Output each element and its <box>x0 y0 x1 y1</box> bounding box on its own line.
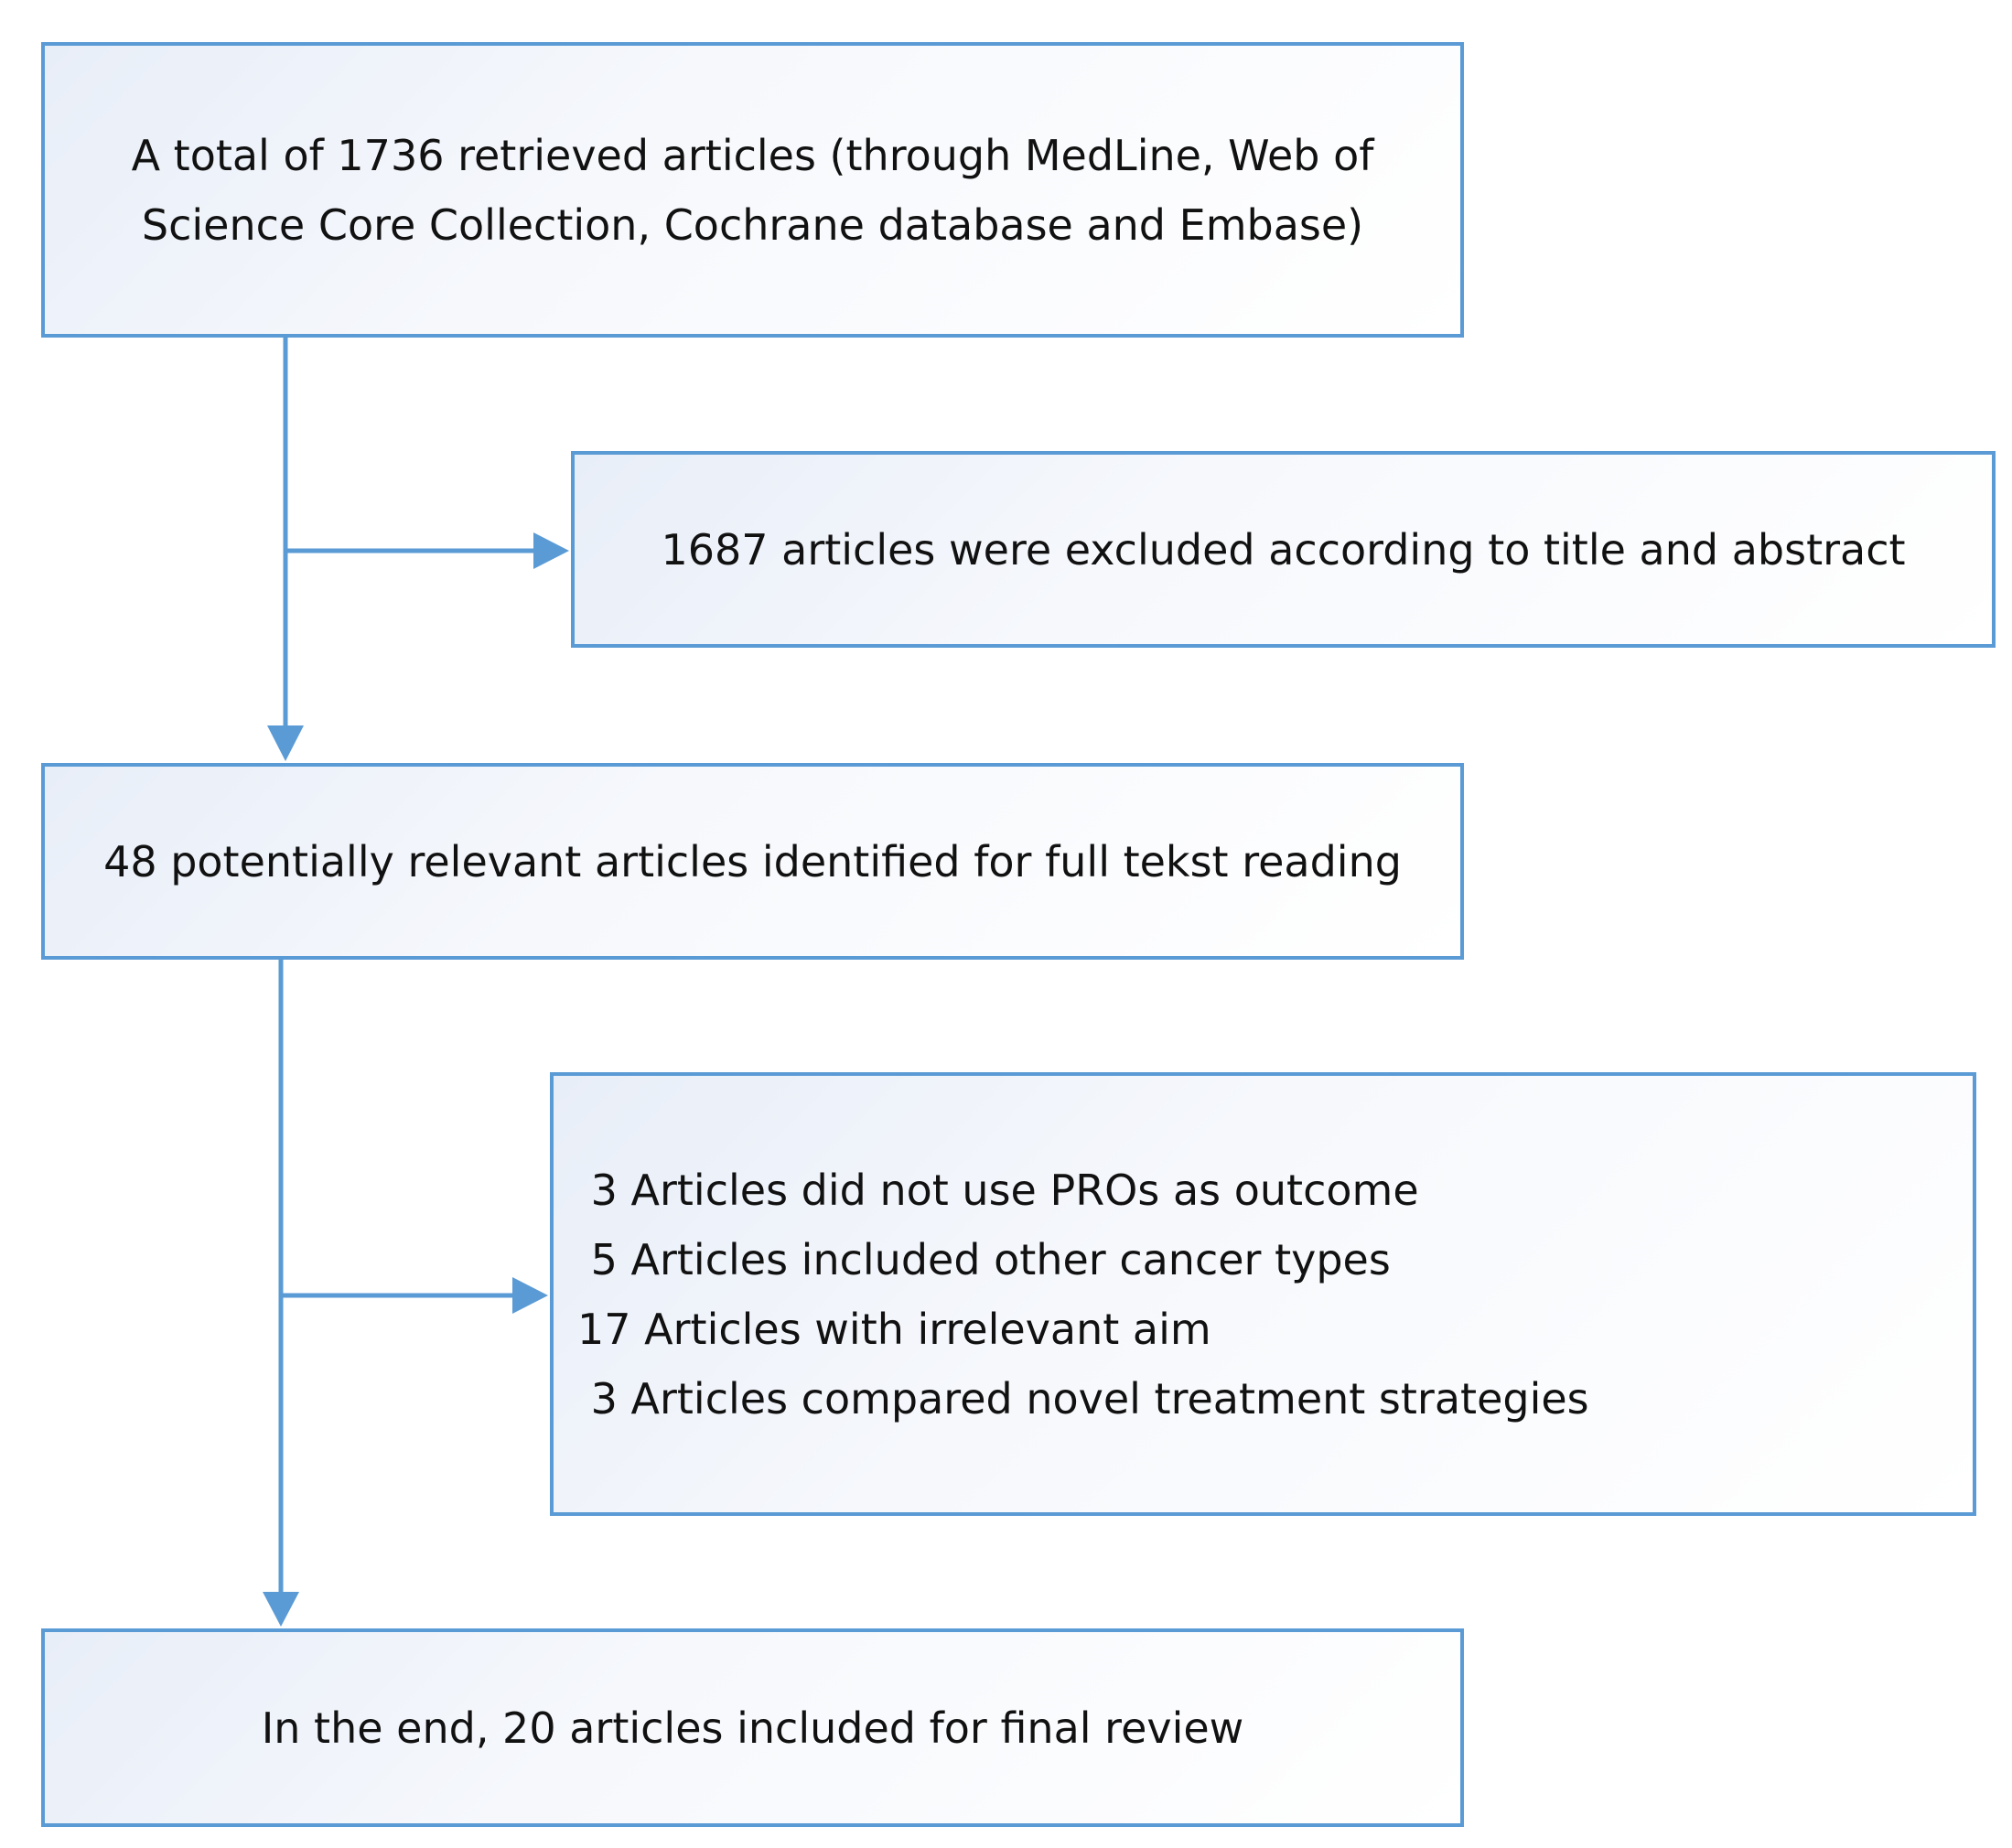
retrieved-articles-text: A total of 1736 retrieved articles (thro… <box>131 130 1374 250</box>
retrieved-articles-box: A total of 1736 retrieved articles (thro… <box>41 42 1464 338</box>
excluded-title-abstract-text: 1687 articles were excluded according to… <box>661 524 1906 575</box>
excluded-fulltext-box: 3 Articles did not use PROs as outcome 5… <box>550 1072 1976 1516</box>
arrowhead-to-excluded-fulltext <box>512 1277 548 1314</box>
arrowhead-to-relevant <box>267 725 304 761</box>
relevant-articles-box: 48 potentially relevant articles identif… <box>41 763 1464 960</box>
excluded-title-abstract-box: 1687 articles were excluded according to… <box>571 451 1996 648</box>
exclusion-reason: 3 Articles compared novel treatment stra… <box>577 1373 1589 1424</box>
final-review-text: In the end, 20 articles included for fin… <box>261 1703 1244 1753</box>
exclusion-reason: 5 Articles included other cancer types <box>577 1234 1391 1284</box>
arrowhead-to-excluded-title <box>533 532 569 569</box>
arrowhead-to-final <box>263 1592 299 1627</box>
exclusion-reason: 17 Articles with irrelevant aim <box>577 1304 1211 1354</box>
final-review-box: In the end, 20 articles included for fin… <box>41 1628 1464 1827</box>
relevant-articles-text: 48 potentially relevant articles identif… <box>103 836 1402 886</box>
exclusion-reason: 3 Articles did not use PROs as outcome <box>577 1165 1419 1215</box>
exclusion-reason-list: 3 Articles did not use PROs as outcome 5… <box>577 1155 1589 1434</box>
